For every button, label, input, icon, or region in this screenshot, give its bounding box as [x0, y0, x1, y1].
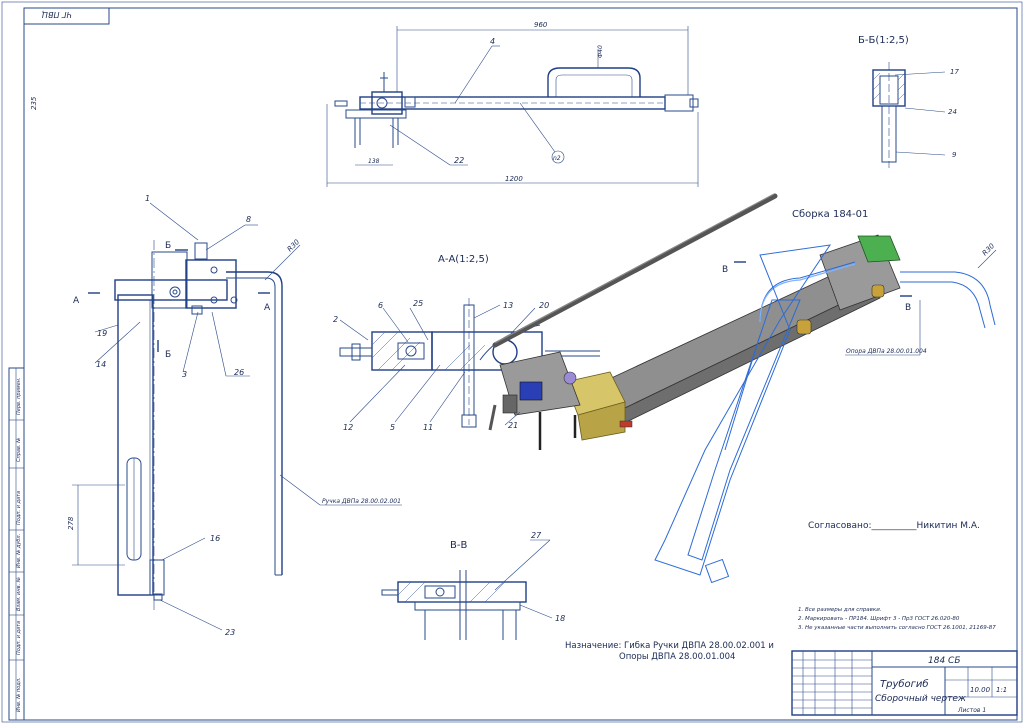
callout-16: 16	[210, 534, 220, 543]
callout-2: 2	[333, 315, 338, 324]
dim-138: 138	[368, 158, 380, 165]
strip-label-6: Подп. и дата	[16, 621, 22, 655]
support-reference: Опора ДВПа 28.00.01.004	[846, 348, 927, 355]
section-mark-v-left: В	[722, 265, 728, 275]
purpose-line-2: Опоры ДВПА 28.00.01.004	[619, 652, 735, 662]
inner-frame	[23, 7, 1018, 721]
dim-278: 278	[67, 516, 75, 530]
product-name: Трубогиб	[880, 678, 929, 690]
top-view: 960 1200 138 Ф40 4 n2 22	[326, 21, 699, 187]
callout-3: 3	[182, 370, 187, 379]
section-mark-a-right: А	[264, 303, 271, 313]
sheet-count: Листов 1	[957, 707, 986, 714]
callout-12: 12	[343, 423, 353, 432]
section-mark-b-bottom: Б	[165, 350, 171, 360]
section-bb: Б-Б(1:2,5) 17 24 9	[858, 35, 959, 168]
top-stamp-text: ЧГ ПВЦ	[42, 10, 72, 19]
note-3: 3. Не указанные части выполнить согласно…	[798, 625, 996, 631]
assembly-title: Сборка 184-01	[792, 209, 868, 220]
note-2: 2. Маркировать - ПР184. Шрифт 3 - Пр3 ГО…	[798, 616, 960, 622]
strip-label-5: Взам. инв. №	[16, 577, 22, 611]
callout-13: 13	[503, 301, 513, 310]
strip-label-1: Перв. примен.	[16, 377, 22, 415]
section-bb-title: Б-Б(1:2,5)	[858, 35, 909, 46]
assembly-isometric: Сборка 184-01 В В	[488, 193, 997, 584]
section-vv: В-В 27 18	[381, 531, 565, 640]
callout-24: 24	[948, 108, 957, 116]
section-vv-title: В-В	[450, 540, 467, 551]
callout-5: 5	[390, 423, 395, 432]
callout-21: 21	[508, 421, 518, 430]
callout-19: 19	[97, 329, 107, 338]
callout-8: 8	[246, 215, 251, 224]
callout-25: 25	[413, 299, 423, 308]
callout-14: 14	[96, 360, 106, 369]
callout-1: 1	[145, 194, 150, 203]
side-dimension: 235	[30, 96, 38, 110]
scale-value: 1:1	[996, 686, 1007, 694]
callout-11: 11	[423, 423, 433, 432]
dim-r30-front: R30	[286, 238, 302, 254]
callout-17: 17	[950, 68, 959, 76]
section-mark-b-top: Б	[165, 241, 171, 251]
front-view: 278 R30 Б Б А А 1 8 19 14 3 26 16 23 Ру	[67, 194, 402, 637]
callout-22: 22	[454, 156, 464, 165]
note-1: 1. Все размеры для справки.	[798, 607, 882, 613]
section-aa-title: А-А(1:2,5)	[438, 254, 489, 265]
left-document-strip: Перв. примен. Справ. № Подп. и дата Инв.…	[8, 367, 25, 721]
dim-1200: 1200	[505, 175, 523, 183]
strip-label-2: Справ. №	[16, 438, 22, 462]
agreed-signature: Согласовано:__________Никитин М.А.	[808, 521, 980, 531]
callout-4: 4	[490, 37, 495, 46]
drawing-type: Сборочный чертеж	[875, 694, 967, 704]
doc-code: 184 СБ	[928, 656, 961, 666]
callout-9: 9	[952, 151, 957, 159]
strip-label-4: Инв. № дубл.	[16, 534, 22, 568]
callout-20: 20	[539, 301, 549, 310]
callout-27: 27	[531, 531, 542, 540]
title-block: 184 СБ Трубогиб Сборочный чертеж 10.00 1…	[791, 650, 1018, 716]
purpose-line-1: Назначение: Гибка Ручки ДВПА 28.00.02.00…	[565, 641, 774, 651]
callout-6: 6	[378, 301, 383, 310]
strip-label-3: Подп. и дата	[16, 491, 22, 525]
mass-value: 10.00	[970, 686, 991, 694]
callout-n2: n2	[553, 155, 561, 162]
callout-23: 23	[225, 628, 235, 637]
top-stamp-box	[23, 7, 110, 25]
callout-26: 26	[234, 368, 244, 377]
section-mark-a-left: А	[73, 296, 80, 306]
section-mark-v-right: В	[905, 303, 911, 313]
dim-d40: Ф40	[597, 45, 604, 58]
dim-r30-assembly: R30	[981, 242, 997, 258]
handle-reference: Ручка ДВПа 28.00.02.001	[322, 498, 401, 505]
dim-960: 960	[534, 21, 548, 29]
section-aa: А-А(1:2,5) 2 6 25 13 20 12 5	[333, 254, 600, 432]
callout-18: 18	[555, 614, 565, 623]
strip-label-7: Инв. № подл.	[16, 678, 22, 713]
